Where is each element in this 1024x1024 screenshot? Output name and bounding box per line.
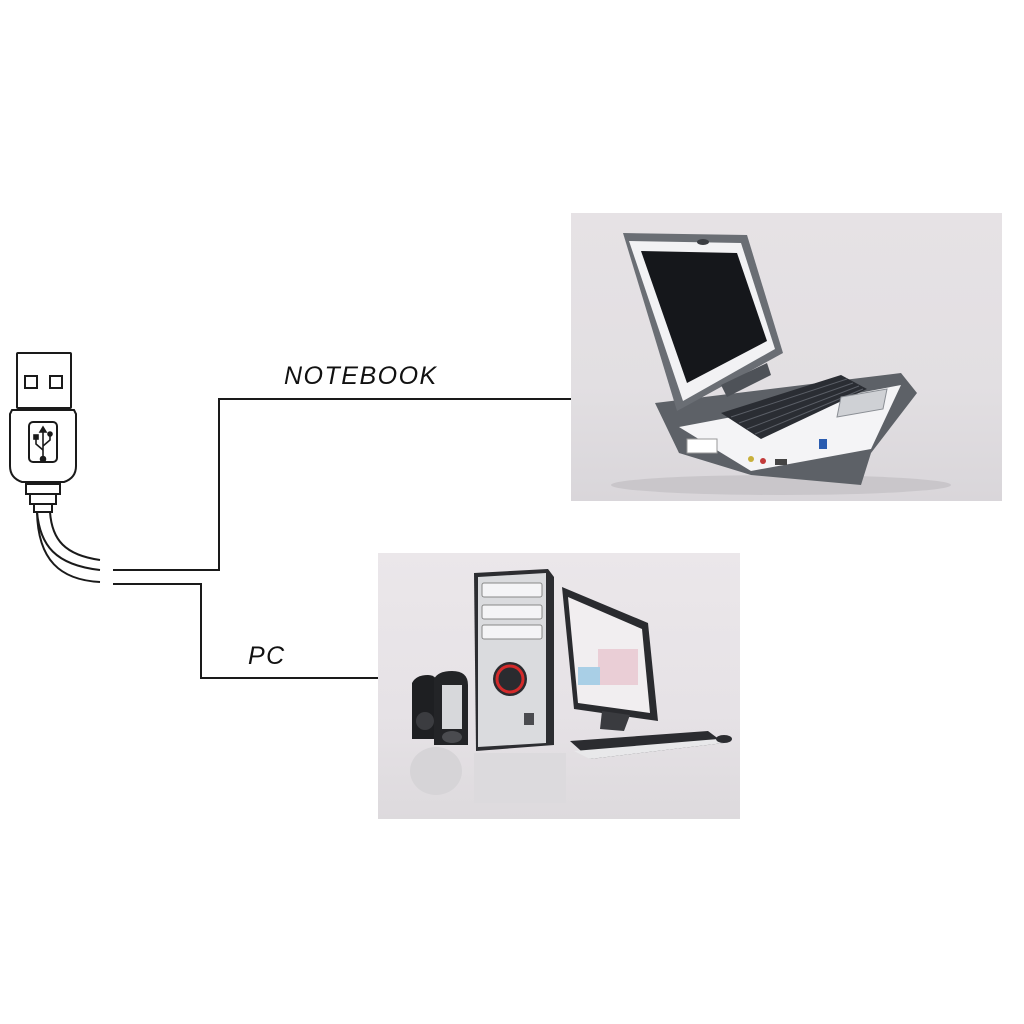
connection-lines	[113, 398, 571, 679]
pc-label: PC	[248, 642, 286, 670]
notebook-image	[571, 213, 1002, 501]
usb-cable	[36, 511, 101, 583]
notebook-label: NOTEBOOK	[284, 362, 438, 390]
pc-connection-line	[113, 583, 378, 679]
usb-symbol-icon	[33, 425, 53, 463]
pc-image	[378, 553, 740, 819]
notebook-connection-line	[113, 398, 571, 571]
